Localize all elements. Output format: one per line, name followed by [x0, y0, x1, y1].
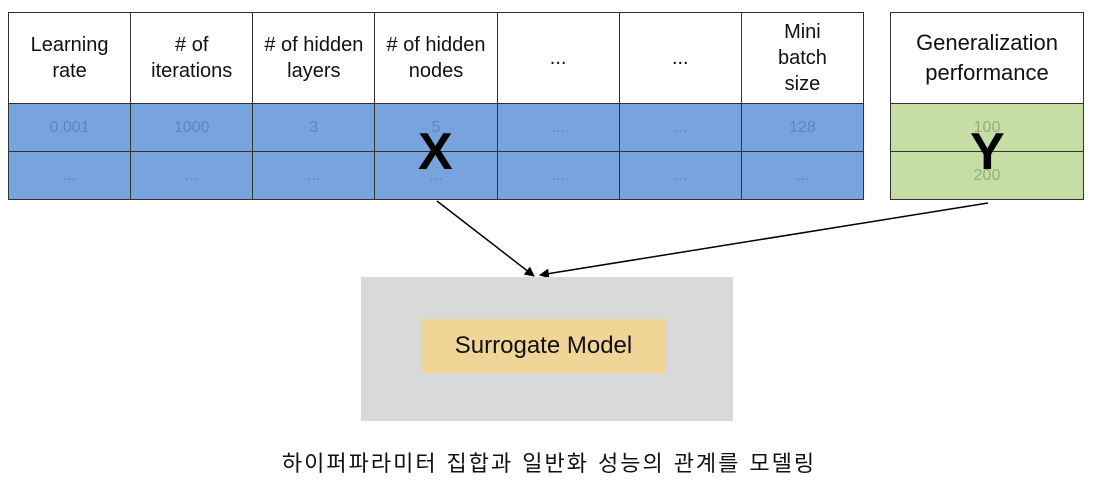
table-cell: 0.001 — [7, 103, 132, 152]
arrow-x-to-model — [436, 200, 535, 277]
table-cell: 3 — [252, 103, 376, 152]
table-cell: ... — [374, 151, 498, 200]
x-label: X — [418, 123, 453, 181]
table-row: ... ... ... ... ... ... ... — [7, 151, 865, 200]
diagram-caption: 하이퍼파라미터 집합과 일반화 성능의 관계를 모델링 — [281, 452, 817, 477]
table-cell: ... — [130, 151, 254, 200]
header-ellipsis-1: ... — [496, 12, 620, 104]
table-cell: 128 — [740, 103, 865, 152]
surrogate-model-box: Surrogate Model — [361, 277, 733, 421]
arrow-y-to-model — [539, 202, 989, 279]
table-cell: ... — [496, 103, 620, 152]
surrogate-model-label: Surrogate Model — [421, 319, 666, 373]
table-cell: ... — [496, 151, 620, 200]
table-row: 200 — [890, 151, 1084, 200]
table-cell: 1000 — [130, 103, 254, 152]
y-label: Y — [970, 123, 1005, 181]
table-cell: ... — [7, 151, 132, 200]
table-cell: ... — [740, 151, 865, 200]
table-cell: ... — [618, 151, 742, 200]
table-cell: ... — [618, 103, 742, 152]
table-cell: ... — [252, 151, 376, 200]
table-cell: 5 — [374, 103, 498, 152]
table-cell: 200 — [890, 151, 1084, 200]
header-ellipsis-2: ... — [618, 12, 742, 104]
